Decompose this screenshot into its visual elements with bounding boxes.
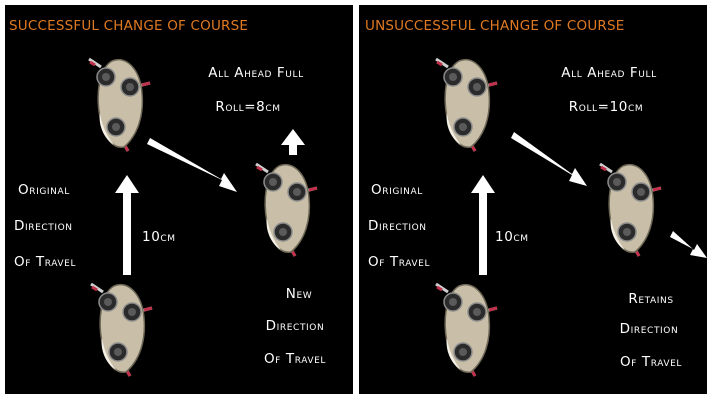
arrow-up-new-direction-icon <box>281 129 305 155</box>
panel-unsuccessful-change: UNSUCCESSFUL CHANGE OF COURSE All Ahead … <box>359 5 707 394</box>
original-direction-line-3: Of Travel <box>14 254 76 270</box>
original-direction-line-1: Original <box>371 182 423 198</box>
arrow-up-original-icon <box>471 175 495 275</box>
ship-origin-position-icon <box>91 284 152 376</box>
original-direction-line-3: Of Travel <box>368 254 430 270</box>
original-direction-line-2: Direction <box>14 218 73 234</box>
distance-label: 10cm <box>142 229 176 245</box>
arrow-diagonal-move-icon <box>147 138 237 192</box>
order-line-2: Roll=10cm <box>569 99 643 115</box>
distance-label: 10cm <box>495 229 529 245</box>
result-line-2: Direction <box>620 321 679 337</box>
order-line-1: All Ahead Full <box>561 65 656 81</box>
result-line-2: Direction <box>266 318 325 334</box>
original-direction-line-2: Direction <box>368 218 427 234</box>
original-direction-line-1: Original <box>18 182 70 198</box>
result-line-1: Retains <box>628 291 673 307</box>
panel-successful-change: SUCCESSFUL CHANGE OF COURSE All Ahead Fu… <box>5 5 353 394</box>
ship-start-position-icon <box>436 59 497 151</box>
arrow-diagonal-move-icon <box>511 132 587 186</box>
ship-origin-position-icon <box>436 284 497 376</box>
diagram-layer <box>5 5 353 394</box>
ship-new-position-icon <box>256 164 317 256</box>
panel-title: UNSUCCESSFUL CHANGE OF COURSE <box>365 18 625 34</box>
result-line-1: New <box>286 286 312 302</box>
arrow-up-original-icon <box>115 175 139 275</box>
arrow-retained-direction-icon <box>670 231 707 258</box>
order-line-2: Roll=8cm <box>215 99 280 115</box>
ship-start-position-icon <box>89 59 150 151</box>
order-line-1: All Ahead Full <box>208 65 303 81</box>
result-line-3: Of Travel <box>264 351 326 367</box>
ship-end-position-icon <box>600 164 661 256</box>
result-line-3: Of Travel <box>620 354 682 370</box>
panel-title: SUCCESSFUL CHANGE OF COURSE <box>9 18 248 34</box>
